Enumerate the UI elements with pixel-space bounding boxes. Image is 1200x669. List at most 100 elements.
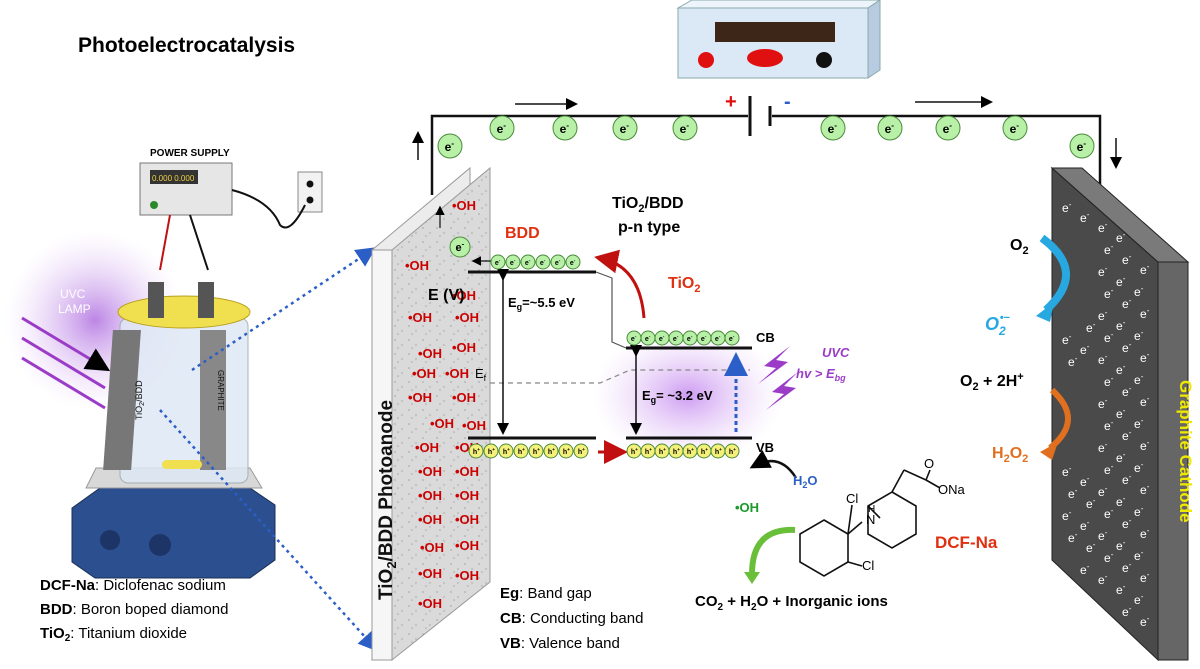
fermi-level-label: Ef	[475, 366, 487, 383]
legend-mid-item-2: CB: Conducting band	[500, 610, 643, 627]
peroxide-arrow	[1048, 387, 1071, 451]
cathode-electron: e-	[1134, 328, 1144, 343]
cathode-electron: e-	[1080, 518, 1090, 533]
tio2-electron: e-	[710, 330, 726, 346]
cathode-electron: e-	[1068, 530, 1078, 545]
svg-text:h+: h+	[701, 448, 708, 456]
wire-electron-6: e-	[877, 115, 903, 141]
products-label: CO2 + H2O + Inorganic ions	[695, 593, 888, 613]
fermi-level	[490, 369, 750, 384]
cathode-electron: e-	[1062, 464, 1072, 479]
svg-text:h+: h+	[503, 448, 510, 456]
cb-label: CB	[756, 330, 775, 345]
band-diagram: TiO2/BDD p-n type BDD TiO2 E (V) Ef Eg=~…	[428, 195, 850, 515]
wire-electron-9: e-	[437, 133, 463, 159]
cathode-electron: e-	[1116, 274, 1126, 289]
diclofenac-labels: Cl Cl N H O ONa DCF-Na	[846, 456, 998, 573]
wire-electrons: e-e-e-e-e-e-e-e-e-e-	[437, 115, 1095, 159]
power-cord	[231, 189, 306, 229]
tio2-hole: h+	[682, 443, 698, 459]
cathode-electron: e-	[1134, 460, 1144, 475]
bdd-electron: e-	[535, 254, 551, 270]
degradation-arrow	[749, 526, 796, 575]
cathode-electron: e-	[1116, 318, 1126, 333]
cathode-electron: e-	[1140, 570, 1150, 585]
cathode-electron: e-	[1140, 262, 1150, 277]
hydroxyl-radical: •OH	[418, 512, 442, 527]
wire-electron-4: e-	[672, 115, 698, 141]
tio2-electron: e-	[682, 330, 698, 346]
uvc-lamp-label-1: UVC	[60, 287, 86, 301]
svg-text:h+: h+	[687, 448, 694, 456]
bdd-label: BDD	[505, 225, 540, 242]
hydroxyl-radical: •OH	[412, 366, 436, 381]
anode-clip	[148, 282, 164, 318]
cathode-electrode	[200, 330, 226, 470]
tio2-electron: e-	[654, 330, 670, 346]
cathode-electron: e-	[1122, 340, 1132, 355]
tio2-hole: h+	[696, 443, 712, 459]
cathode-electron: e-	[1134, 416, 1144, 431]
cathode-electron: e-	[1140, 614, 1150, 629]
anode-electrode	[103, 330, 141, 470]
cathode-label: Graphite Cathode	[1176, 380, 1195, 523]
external-circuit: + -	[412, 0, 1122, 195]
hydroxyl-radical: •OH	[418, 488, 442, 503]
cathode-electron: e-	[1080, 474, 1090, 489]
cathode-electron: e-	[1086, 496, 1096, 511]
hydroxyl-radical: •OH	[418, 464, 442, 479]
cathode-reactions: O2 O2•− O2 + 2H+ H2O2	[960, 234, 1071, 465]
energy-axis-label: E (V)	[428, 287, 464, 304]
photon-energy-label: hv > Ebg	[796, 366, 846, 383]
photoanode-electron: e-	[449, 236, 471, 258]
dc-source-display	[715, 22, 835, 42]
cathode-electrode-label: GRAPHITE	[216, 370, 225, 411]
svg-text:e-: e-	[828, 120, 838, 136]
page-title: Photoelectrocatalysis	[78, 34, 295, 57]
zoom-lines	[159, 247, 379, 652]
cathode-electron: e-	[1134, 548, 1144, 563]
cathode-electron: e-	[1062, 332, 1072, 347]
uv-rays	[21, 316, 111, 410]
cathode-electron: e-	[1140, 306, 1150, 321]
black-lead	[189, 214, 209, 271]
cathode-electron: e-	[1134, 372, 1144, 387]
svg-text:e-: e-	[560, 120, 570, 136]
tio2-gap-label: Eg= ~3.2 eV	[642, 388, 713, 405]
chlorine-2: Cl	[862, 558, 874, 573]
hydroxyl-radical: •OH	[445, 366, 469, 381]
svg-text:e-: e-	[495, 259, 501, 267]
svg-text:e-: e-	[687, 335, 693, 343]
cathode-electron: e-	[1116, 582, 1126, 597]
svg-text:h+: h+	[548, 448, 555, 456]
tio2-electron: e-	[626, 330, 642, 346]
cathode-electron: e-	[1116, 494, 1126, 509]
svg-text:h+: h+	[488, 448, 495, 456]
beaker-lid	[117, 295, 251, 329]
svg-text:h+: h+	[729, 448, 736, 456]
hydroxyl-radical: •OH	[455, 488, 479, 503]
legend-middle: Eg: Band gap CB: Conducting band VB: Val…	[500, 585, 643, 652]
cathode-electrons: e-e-e-e-e-e-e-e-e-e-e-e-e-e-e-e-e-e-e-e-…	[1062, 200, 1150, 629]
tio2-hole: h+	[724, 443, 740, 459]
legend-left: DCF-Na: Diclofenac sodium BDD: Boron bop…	[40, 577, 228, 644]
cathode-electron: e-	[1122, 604, 1132, 619]
hydroxyl-radical: •OH	[430, 416, 454, 431]
svg-text:e-: e-	[659, 335, 665, 343]
svg-text:e-: e-	[729, 335, 735, 343]
photoanode: TiO2/BDD Photoanode	[371, 166, 491, 662]
diclofenac-molecule	[799, 469, 941, 577]
hydroxyl-radical: •OH	[455, 538, 479, 553]
hydroxyl-radical: •OH	[462, 418, 486, 433]
svg-text:e-: e-	[943, 120, 953, 136]
hydroxyl-radical: •OH	[418, 346, 442, 361]
cathode-electron: e-	[1122, 252, 1132, 267]
legend-left-item-3: TiO2: Titanium dioxide	[40, 625, 187, 644]
cathode-electron: e-	[1116, 406, 1126, 421]
cathode-electron: e-	[1134, 592, 1144, 607]
svg-text:e-: e-	[456, 240, 465, 254]
cathode-electron: e-	[1104, 418, 1114, 433]
cathode-electron: e-	[1104, 374, 1114, 389]
amine-h: H	[868, 504, 875, 515]
